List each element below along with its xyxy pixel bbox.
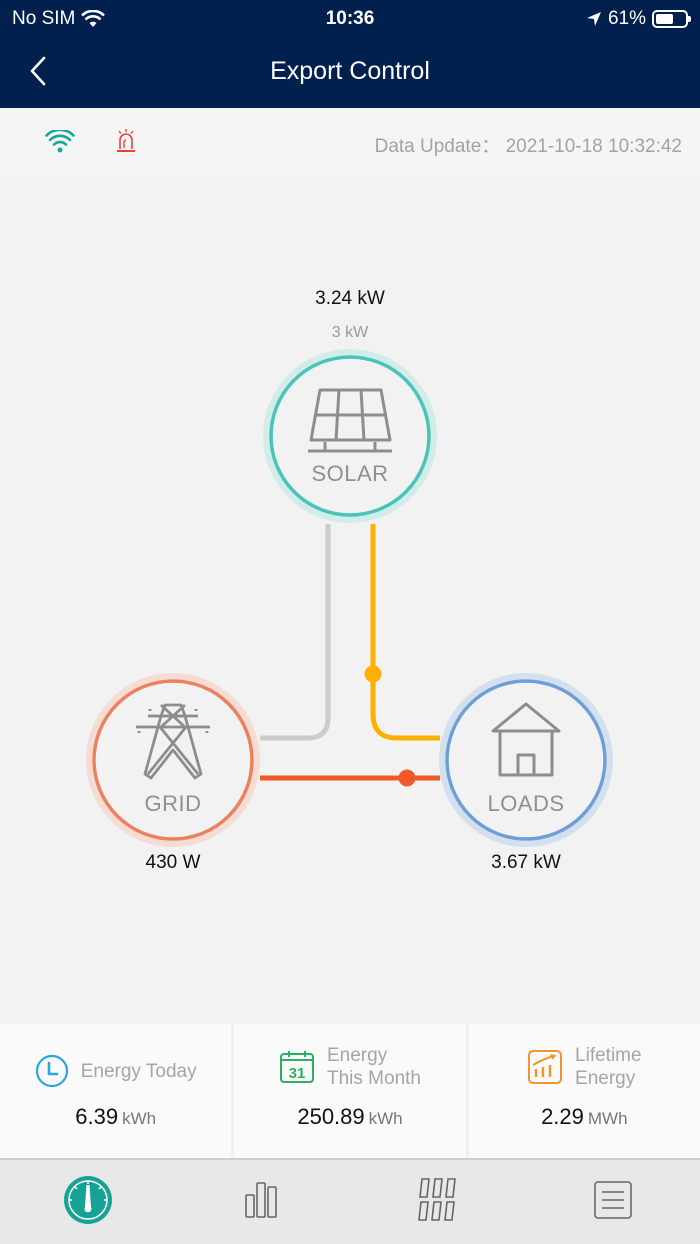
list-doc-icon [593, 1181, 632, 1219]
wifi-icon[interactable] [45, 130, 75, 154]
stat-label-line2: This Month [327, 1068, 421, 1089]
svg-text:31: 31 [289, 1065, 306, 1082]
stat-label-line1: Lifetime [575, 1045, 642, 1066]
grid-panels-icon [417, 1178, 456, 1221]
stat-unit: kWh [368, 1109, 403, 1128]
data-update: Data Update： 2021-10-18 10:32:42 [375, 131, 682, 158]
status-time: 10:36 [325, 8, 375, 29]
solar-to-grid-line [260, 524, 331, 741]
tab-statistics[interactable] [175, 1160, 350, 1244]
stat-label: Energy Today [80, 1060, 197, 1082]
tab-dashboard[interactable] [0, 1160, 175, 1244]
battery-percent: 61% [607, 8, 646, 29]
growth-chart-icon [528, 1050, 563, 1084]
tab-logs[interactable] [525, 1160, 700, 1244]
app-header: No SIM 10:36 61% Export Control [0, 0, 700, 108]
back-button[interactable] [28, 54, 58, 90]
carrier-label: No SIM [12, 8, 76, 29]
stat-number: 6.39 [75, 1104, 119, 1129]
flow-lines [86, 349, 613, 847]
solar-to-loads-line [370, 524, 440, 741]
status-right: 61% [586, 8, 691, 30]
status-left: No SIM [12, 8, 106, 30]
battery-icon [652, 10, 691, 28]
page-title: Export Control [270, 57, 430, 85]
data-update-time: 2021-10-18 10:32:42 [505, 136, 682, 157]
loads-label: LOADS [487, 791, 565, 816]
stat-unit: MWh [587, 1109, 628, 1128]
alarm-siren-icon[interactable] [115, 128, 137, 154]
grid-power-value: 430 W [145, 852, 201, 873]
tab-devices[interactable] [350, 1160, 525, 1244]
solar-label: SOLAR [311, 461, 389, 486]
nav-bar: Export Control [0, 40, 700, 108]
stat-label-line1: Energy [327, 1045, 388, 1066]
stat-number: 250.89 [297, 1104, 365, 1129]
status-bar: No SIM 10:36 61% [0, 0, 700, 40]
info-bar: Data Update： 2021-10-18 10:32:42 [0, 108, 700, 176]
wifi-status-icon [81, 10, 106, 27]
stat-label-line2: Energy [575, 1068, 636, 1089]
power-tower-icon [136, 703, 210, 780]
tab-bar [0, 1160, 700, 1244]
calendar-icon: 31 [280, 1051, 314, 1083]
stat-number: 2.29 [541, 1104, 584, 1129]
stat-label: Energy This Month [327, 1044, 421, 1090]
loads-power-value: 3.67 kW [491, 852, 561, 873]
grid-flow-dot [398, 769, 416, 787]
solar-capacity-value: 3 kW [331, 324, 369, 341]
bar-chart-icon [244, 1182, 277, 1218]
solar-power-value: 3.24 kW [315, 288, 385, 309]
chevron-left-icon [30, 56, 46, 86]
gauge-icon [63, 1176, 112, 1224]
solar-panel-icon [308, 388, 392, 453]
energy-flow-diagram: 3.24 kW 3 kW SOLAR GRID 430 W LOADS 3.67… [0, 176, 700, 1024]
stat-unit: kWh [122, 1109, 157, 1128]
solar-flow-dot [364, 665, 382, 683]
grid-node[interactable] [86, 673, 260, 847]
house-icon [491, 702, 561, 777]
location-arrow-icon [586, 12, 601, 26]
loads-node[interactable] [439, 673, 613, 847]
solar-node[interactable] [263, 349, 437, 523]
clock-icon [35, 1054, 68, 1088]
data-update-label: Data Update： [374, 136, 501, 157]
stat-label: Lifetime Energy [575, 1044, 642, 1090]
grid-label: GRID [144, 791, 202, 816]
